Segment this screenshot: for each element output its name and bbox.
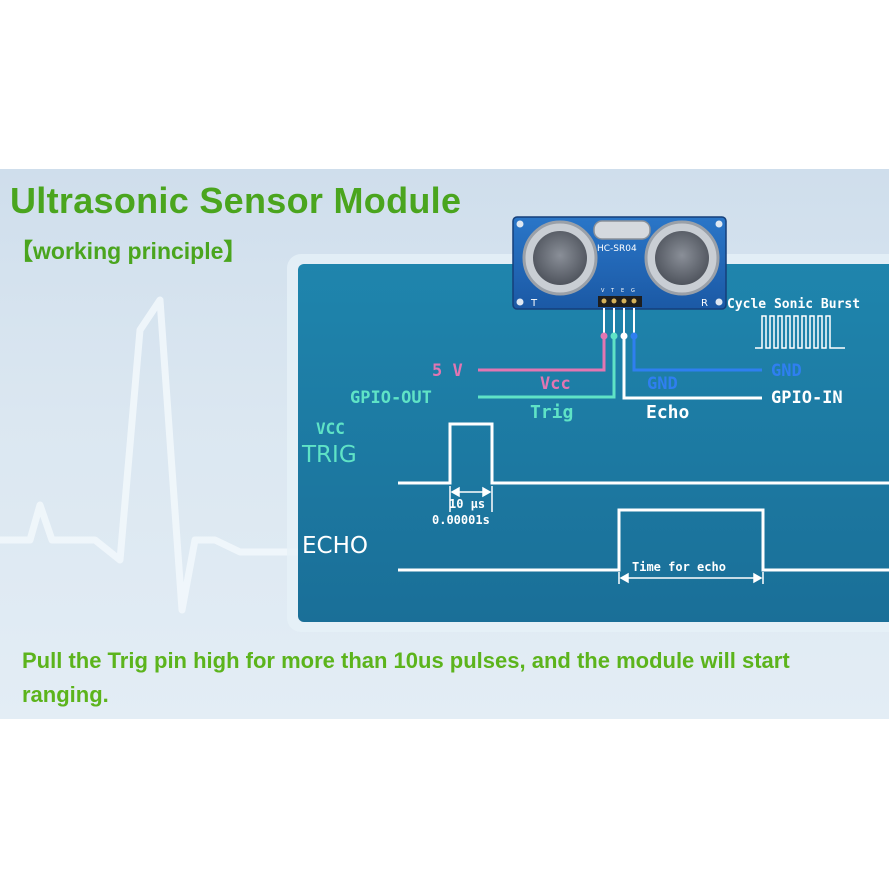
diagram-panel bbox=[298, 264, 889, 622]
sonic-burst-label: Cycle Sonic Burst bbox=[727, 297, 860, 312]
timing-echo-label: ECHO bbox=[302, 533, 368, 559]
timing-vcc-label: VCC bbox=[316, 419, 345, 438]
page-subtitle: 【working principle】 bbox=[10, 238, 247, 264]
sensor-t-label: T bbox=[530, 298, 538, 309]
svg-text:G: G bbox=[631, 288, 635, 294]
gnd-right-label: GND bbox=[771, 361, 802, 381]
echo-time-arrow bbox=[618, 572, 764, 584]
trig-waveform bbox=[398, 422, 889, 485]
sonic-burst-waveform bbox=[755, 315, 845, 349]
echo-waveform bbox=[398, 508, 889, 572]
echo-wire bbox=[622, 336, 762, 400]
pulse-width-seconds: 0.00001s bbox=[432, 513, 490, 527]
svg-text:E: E bbox=[621, 288, 624, 294]
vcc-wire bbox=[478, 336, 606, 372]
caption-text: Pull the Trig pin high for more than 10u… bbox=[22, 648, 790, 707]
trig-wire bbox=[478, 336, 616, 399]
trig-pin-label: Trig bbox=[530, 402, 573, 423]
vcc-pin-label: Vcc bbox=[540, 374, 571, 394]
timing-trig-label: TRIG bbox=[301, 442, 357, 468]
svg-text:T: T bbox=[610, 288, 615, 294]
page-title: Ultrasonic Sensor Module bbox=[10, 180, 462, 221]
echo-pin-label: Echo bbox=[646, 402, 689, 423]
pulse-width-label: 10 µs bbox=[449, 497, 485, 511]
echo-time-label: Time for echo bbox=[632, 560, 726, 574]
gpio-in-label: GPIO-IN bbox=[771, 388, 843, 408]
pulse-width-arrow bbox=[449, 486, 493, 512]
gpio-out-label: GPIO-OUT bbox=[350, 388, 432, 408]
sensor-r-label: R bbox=[701, 298, 708, 309]
heartbeat-line bbox=[0, 296, 300, 614]
gnd-mid-label: GND bbox=[647, 374, 678, 394]
sensor-pin-header bbox=[598, 296, 642, 307]
gnd-wire bbox=[632, 336, 762, 372]
crystal-oscillator bbox=[593, 220, 651, 240]
svg-text:V: V bbox=[601, 288, 605, 294]
sensor-model-label: HC-SR04 bbox=[597, 244, 637, 254]
power-5v-label: 5 V bbox=[432, 361, 463, 381]
